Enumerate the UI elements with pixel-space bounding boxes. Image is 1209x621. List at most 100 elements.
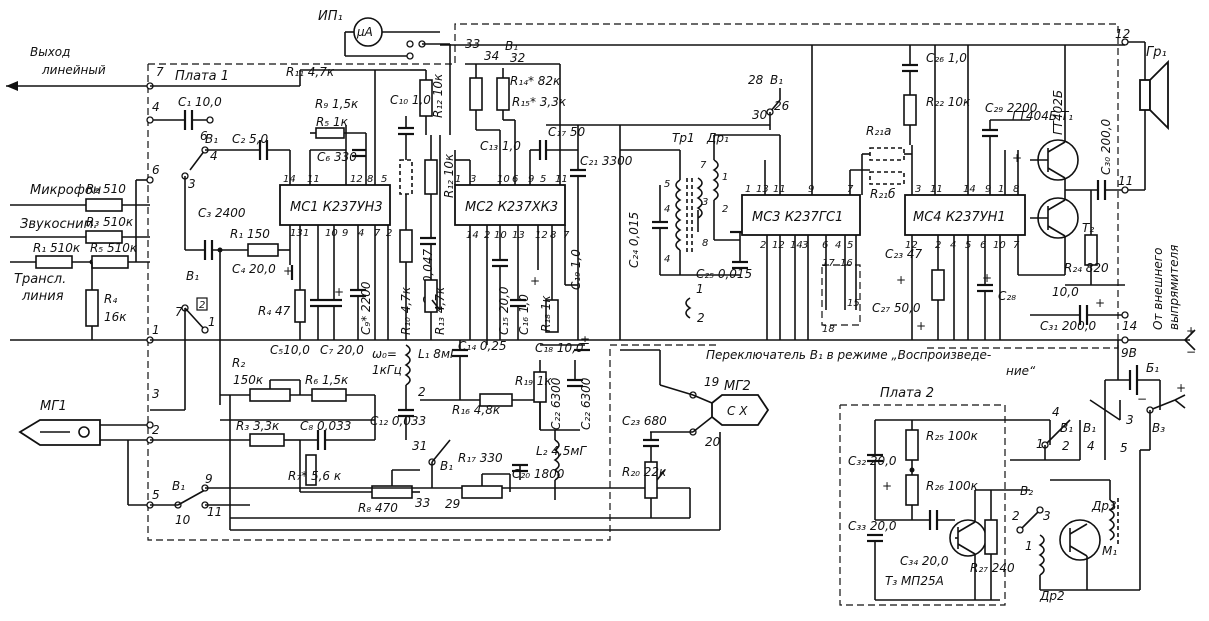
chip-mc1 <box>279 184 391 226</box>
svg-text:C₃₄ 20,0: C₃₄ 20,0 <box>900 554 949 568</box>
svg-text:4: 4 <box>1087 439 1095 453</box>
svg-text:C₂₆ 1,0: C₂₆ 1,0 <box>926 51 967 65</box>
svg-text:2: 2 <box>418 385 426 399</box>
svg-text:С Х: С Х <box>727 404 748 418</box>
svg-text:C₃₀ 200,0: C₃₀ 200,0 <box>1099 118 1113 175</box>
svg-text:30: 30 <box>752 108 768 122</box>
svg-text:3: 3 <box>802 240 808 251</box>
svg-text:5: 5 <box>381 174 387 185</box>
svg-text:1: 1 <box>745 184 751 195</box>
svg-text:C₁₃ 1,0: C₁₃ 1,0 <box>480 139 521 153</box>
svg-text:19: 19 <box>704 375 719 389</box>
svg-text:9: 9 <box>808 184 814 195</box>
svg-text:6: 6 <box>822 240 828 251</box>
svg-text:2: 2 <box>386 228 392 239</box>
svg-text:1: 1 <box>696 282 704 296</box>
svg-text:C₁₈ 10,0: C₁₈ 10,0 <box>535 341 584 355</box>
svg-text:R₂₁а: R₂₁а <box>866 124 891 138</box>
svg-text:3: 3 <box>152 387 160 401</box>
svg-text:Тр1: Тр1 <box>672 131 695 145</box>
svg-text:L₁ 8мГ: L₁ 8мГ <box>418 347 458 361</box>
svg-text:ω₀=: ω₀= <box>372 347 397 361</box>
svg-text:R₂₇ 240: R₂₇ 240 <box>970 561 1015 575</box>
svg-text:C₉* 2200: C₉* 2200 <box>359 281 373 335</box>
svg-text:5: 5 <box>540 174 546 185</box>
svg-text:5: 5 <box>152 488 160 502</box>
meter-label: ИП₁ <box>318 9 343 24</box>
chip-mc4-label: МС4 К237УН1 <box>913 210 1006 225</box>
speaker-label: Гр₁ <box>1146 45 1167 60</box>
transistor-t2 <box>1030 197 1079 239</box>
svg-text:R₁₅* 3,3к: R₁₅* 3,3к <box>512 95 567 109</box>
svg-text:C₂₄ 0,015: C₂₄ 0,015 <box>627 212 641 268</box>
svg-text:14: 14 <box>283 174 296 185</box>
svg-text:4: 4 <box>664 254 670 265</box>
svg-text:В₁: В₁ <box>440 459 453 473</box>
svg-text:C₂ 5,0: C₂ 5,0 <box>232 132 268 146</box>
svg-text:μA: μA <box>356 25 373 39</box>
svg-text:1: 1 <box>998 184 1004 195</box>
svg-text:10,0: 10,0 <box>1052 285 1079 299</box>
svg-text:C₁₀ 1,0: C₁₀ 1,0 <box>390 93 431 107</box>
svg-text:R₇* 5,6 к: R₇* 5,6 к <box>288 469 342 483</box>
svg-text:±: ± <box>580 333 590 347</box>
svg-text:12: 12 <box>1115 27 1130 41</box>
svg-text:1: 1 <box>722 172 728 183</box>
board-1-label: Плата 1 <box>175 69 229 84</box>
out-label-1: Выход <box>30 45 70 59</box>
svg-text:МГ1: МГ1 <box>40 399 67 414</box>
svg-text:C₄ 20,0: C₄ 20,0 <box>232 262 276 276</box>
svg-text:В₃: В₃ <box>1152 421 1165 435</box>
svg-text:R₁ 150: R₁ 150 <box>230 227 270 241</box>
svg-text:R₂₄ 820: R₂₄ 820 <box>1064 261 1109 275</box>
svg-text:2: 2 <box>152 423 160 437</box>
svg-text:C₂₃ 680: C₂₃ 680 <box>622 414 667 428</box>
svg-text:5: 5 <box>847 240 853 251</box>
svg-text:11: 11 <box>207 505 222 519</box>
microammeter-ip1: μA <box>353 17 383 47</box>
svg-text:13: 13 <box>290 228 303 239</box>
svg-text:6: 6 <box>980 240 986 251</box>
svg-text:C₂₂ 6300: C₂₂ 6300 <box>549 377 563 430</box>
svg-text:R₁₆ 4,8к: R₁₆ 4,8к <box>452 403 501 417</box>
board-2-outline <box>839 404 1006 606</box>
svg-text:3: 3 <box>915 184 921 195</box>
svg-text:5: 5 <box>1120 441 1128 455</box>
svg-text:14: 14 <box>466 230 479 241</box>
svg-text:2: 2 <box>199 300 205 311</box>
svg-text:R₄: R₄ <box>104 292 117 306</box>
svg-text:9: 9 <box>342 228 348 239</box>
svg-text:R₉ 1,5к: R₉ 1,5к <box>315 97 359 111</box>
svg-text:М₁: М₁ <box>1102 544 1117 558</box>
svg-text:R₂₁б: R₂₁б <box>870 187 896 201</box>
svg-text:R₁₂ 10к: R₁₂ 10к <box>442 153 456 198</box>
out-label-2: линейный <box>41 63 106 77</box>
svg-text:В₁: В₁ <box>172 479 185 493</box>
svg-text:12: 12 <box>350 174 363 185</box>
svg-text:14: 14 <box>963 184 976 195</box>
svg-text:1: 1 <box>208 315 216 329</box>
svg-text:1кГц: 1кГц <box>372 363 402 377</box>
svg-text:ГТ402Б: ГТ402Б <box>1051 90 1065 135</box>
chip-mc2-label: МС2 К237ХК3 <box>465 200 558 215</box>
ext-rect-label-2: выпрямителя <box>1167 245 1181 330</box>
resistor-r1-510k <box>35 255 73 269</box>
resistor-r1 <box>247 243 279 257</box>
svg-text:4: 4 <box>152 100 160 114</box>
svg-text:+: + <box>1012 151 1022 165</box>
motor-m1 <box>1059 519 1101 561</box>
svg-text:4: 4 <box>950 240 956 251</box>
svg-text:9: 9 <box>205 472 213 486</box>
svg-text:R₅ 1к: R₅ 1к <box>316 115 349 129</box>
svg-text:В₁: В₁ <box>186 269 199 283</box>
svg-text:R₁₉ 1к: R₁₉ 1к <box>515 374 552 388</box>
resistor-r5 <box>91 255 129 269</box>
svg-text:31: 31 <box>412 439 427 453</box>
svg-text:13: 13 <box>756 184 769 195</box>
svg-text:3: 3 <box>188 177 196 191</box>
svg-text:R₂₆ 100к: R₂₆ 100к <box>926 479 979 493</box>
svg-text:150к: 150к <box>233 373 264 387</box>
battery-voltage: 9В <box>1121 346 1137 360</box>
svg-text:R₁₂ 10к: R₁₂ 10к <box>431 73 445 118</box>
svg-text:+: + <box>530 274 540 288</box>
